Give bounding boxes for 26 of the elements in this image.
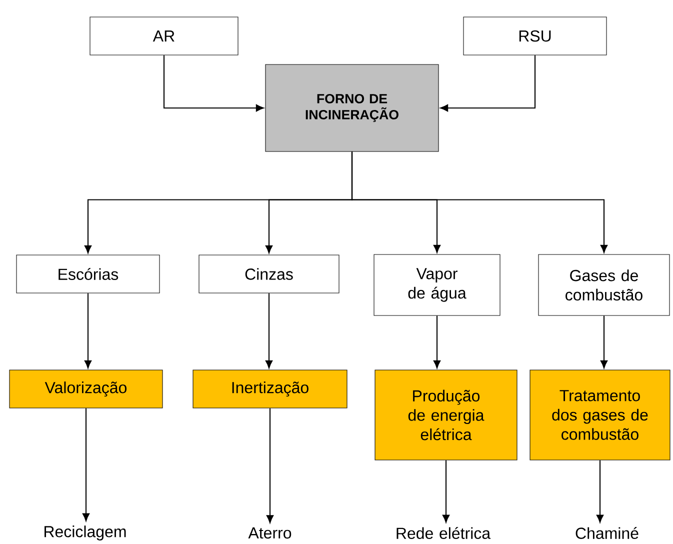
treatment-box: Valorização (9, 370, 163, 408)
process-box: Gases de combustão (538, 254, 670, 316)
arrow (351, 152, 608, 253)
furnace-box: FORNO DE INCINERAÇÃO (265, 64, 439, 152)
arrow (442, 460, 450, 523)
arrow (163, 55, 264, 112)
arrow (84, 293, 92, 368)
process-box: Vapor de água (374, 254, 500, 316)
arrow (433, 316, 441, 368)
outcome-label: Chaminé (576, 527, 638, 539)
arrow (440, 55, 536, 112)
arrow (600, 316, 608, 368)
outcome-label: Aterro (248, 527, 292, 539)
treatment-box: Inertização (192, 370, 348, 408)
treatment-box: Produção de energia elétrica (374, 370, 518, 460)
arrow (265, 293, 273, 368)
arrow (596, 460, 604, 523)
treatment-box: Tratamento dos gases de combustão (530, 370, 670, 460)
process-box: AR (90, 16, 238, 56)
arrow (82, 408, 90, 522)
outcome-label: Reciclagem (44, 526, 126, 540)
process-box: RSU (463, 16, 607, 56)
outcome-label: Rede elétrica (396, 527, 491, 539)
arrow (266, 408, 274, 524)
process-box: Cinzas (198, 254, 340, 294)
process-box: Escórias (16, 254, 160, 294)
